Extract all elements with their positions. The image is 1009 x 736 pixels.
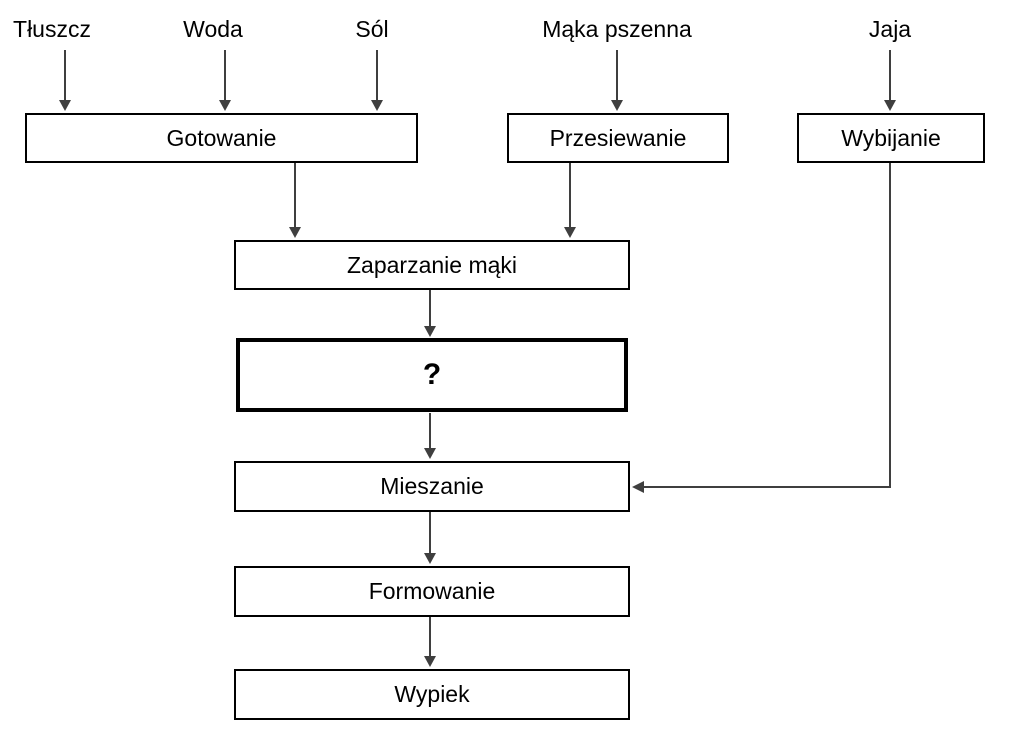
box-mieszanie: Mieszanie xyxy=(234,461,630,512)
input-label-sol: Sól xyxy=(355,16,389,42)
arrow-jaja-to-wybijanie xyxy=(884,50,896,111)
input-label-woda: Woda xyxy=(183,16,243,42)
input-label-tluszcz: Tłuszcz xyxy=(13,16,91,42)
box-wypiek: Wypiek xyxy=(234,669,630,720)
box-zaparzanie-maki: Zaparzanie mąki xyxy=(234,240,630,290)
box-formowanie: Formowanie xyxy=(234,566,630,617)
arrow-gotowanie-to-zaparzanie xyxy=(289,163,301,238)
arrow-formowanie-to-wypiek xyxy=(424,617,436,667)
arrow-tluszcz-to-gotowanie xyxy=(59,50,71,111)
arrow-wybijanie-to-mieszanie xyxy=(632,163,891,493)
box-wybijanie: Wybijanie xyxy=(797,113,985,163)
input-label-jaja: Jaja xyxy=(868,16,912,42)
box-przesiewanie: Przesiewanie xyxy=(507,113,729,163)
arrow-sol-to-gotowanie xyxy=(371,50,383,111)
arrow-mieszanie-to-formowanie xyxy=(424,512,436,564)
box-gotowanie: Gotowanie xyxy=(25,113,418,163)
arrow-unknown-to-mieszanie xyxy=(424,413,436,459)
arrow-maka-to-przesiewanie xyxy=(611,50,623,111)
arrow-zaparzanie-to-unknown xyxy=(424,290,436,337)
arrow-przesiewanie-to-zaparzanie xyxy=(564,163,576,238)
input-label-maka-pszenna: Mąka pszenna xyxy=(542,16,692,42)
box-unknown-step: ? xyxy=(236,338,628,412)
arrow-woda-to-gotowanie xyxy=(219,50,231,111)
